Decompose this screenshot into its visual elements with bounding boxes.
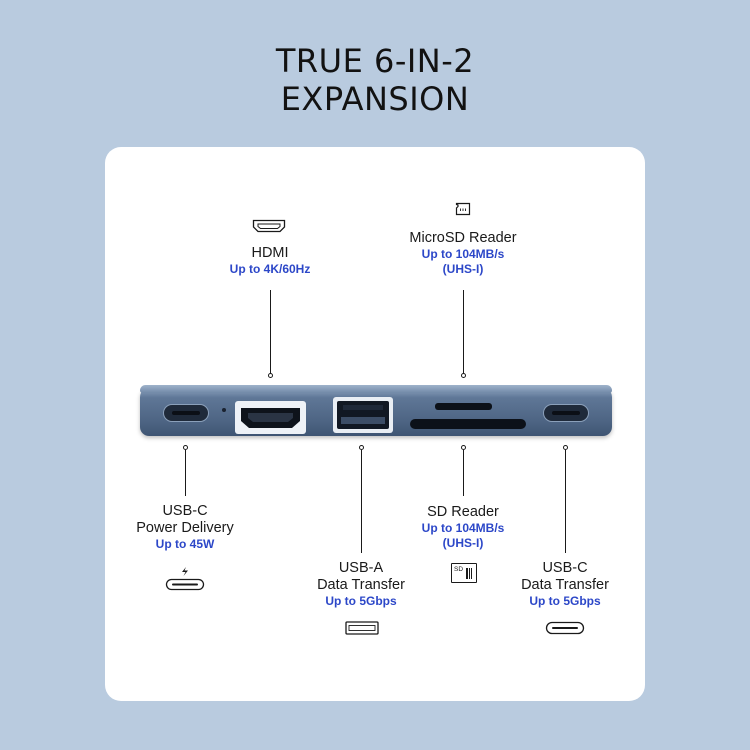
usb-c-power-port: [163, 404, 209, 422]
sd-label: SD Reader Up to 104MB/s (UHS-I): [393, 504, 533, 551]
microsd-spec: Up to 104MB/s: [421, 247, 505, 261]
title-line-2: EXPANSION: [280, 80, 470, 118]
microsd-leader-line: [463, 290, 464, 374]
usb-a-label: USB-A Data Transfer Up to 5Gbps: [296, 560, 426, 609]
hdmi-leader-line: [270, 290, 271, 374]
status-led: [222, 408, 226, 412]
sd-card-icon: SD: [451, 563, 477, 583]
sd-card-icon-text: SD: [454, 566, 464, 573]
usb-c-power-leader-dot: [183, 445, 188, 450]
hdmi-name: HDMI: [251, 245, 289, 261]
hdmi-leader-dot: [268, 373, 273, 378]
usb-c-data-leader-line: [565, 450, 566, 553]
usb-c-power-icon: [165, 567, 205, 591]
page-title: TRUE 6-IN-2 EXPANSION: [0, 42, 750, 118]
sd-leader-line: [463, 450, 464, 496]
usb-c-icon: [545, 621, 585, 635]
sd-leader-dot: [461, 445, 466, 450]
microsd-icon: [455, 202, 471, 216]
usb-c-data-leader-dot: [563, 445, 568, 450]
usb-c-data-spec: Up to 5Gbps: [529, 594, 601, 608]
hdmi-label: HDMI Up to 4K/60Hz: [210, 245, 330, 277]
microsd-spec-2: (UHS-I): [442, 262, 484, 276]
usb-c-power-name-2: Power Delivery: [136, 520, 234, 536]
usb-a-name-2: Data Transfer: [317, 577, 405, 593]
usb-c-power-name-1: USB-C: [162, 503, 208, 519]
sd-spec-2: (UHS-I): [442, 536, 484, 550]
usb-c-power-spec: Up to 45W: [155, 537, 215, 551]
usb-a-leader-line: [361, 450, 362, 553]
title-line-1: TRUE 6-IN-2: [275, 42, 475, 80]
usb-a-icon: [345, 621, 379, 635]
sd-slot: [410, 419, 526, 429]
sd-spec: Up to 104MB/s: [421, 521, 505, 535]
hdmi-icon: [252, 219, 286, 233]
microsd-leader-dot: [461, 373, 466, 378]
usb-a-port: [333, 397, 393, 433]
usb-c-data-name-2: Data Transfer: [521, 577, 609, 593]
usb-c-data-label: USB-C Data Transfer Up to 5Gbps: [500, 560, 630, 609]
microsd-label: MicroSD Reader Up to 104MB/s (UHS-I): [393, 230, 533, 277]
microsd-slot: [435, 403, 492, 410]
hdmi-spec: Up to 4K/60Hz: [229, 262, 311, 276]
usb-c-power-leader-line: [185, 450, 186, 496]
usb-a-spec: Up to 5Gbps: [325, 594, 397, 608]
hdmi-port: [235, 401, 306, 434]
microsd-name: MicroSD Reader: [409, 230, 517, 246]
usb-c-data-name-1: USB-C: [542, 560, 588, 576]
usb-a-name-1: USB-A: [338, 560, 384, 576]
usb-c-power-label: USB-C Power Delivery Up to 45W: [115, 503, 255, 552]
sd-name: SD Reader: [427, 504, 499, 520]
usb-c-data-port: [543, 404, 589, 422]
usb-a-leader-dot: [359, 445, 364, 450]
usb-hub-top-edge: [140, 385, 612, 393]
